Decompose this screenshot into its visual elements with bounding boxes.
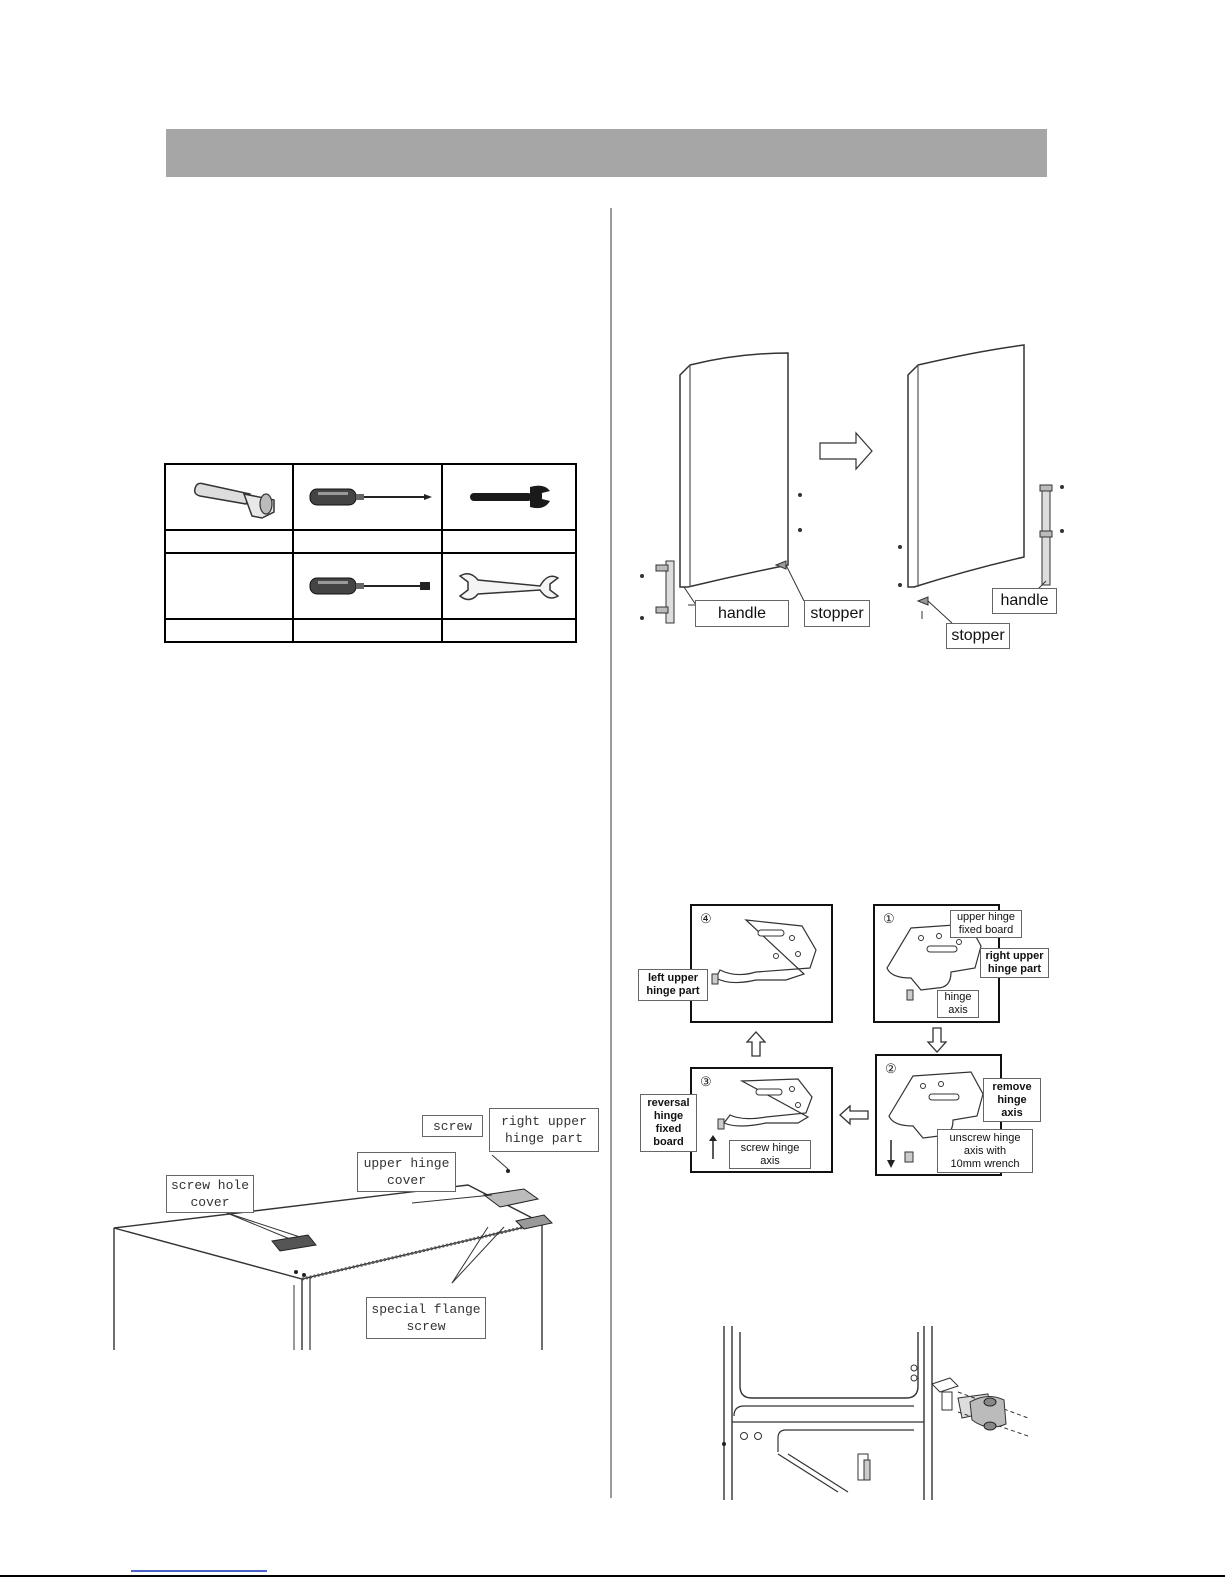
section-header-bar — [166, 129, 1047, 177]
door-handle-diagram — [640, 344, 1064, 624]
tool-label — [441, 529, 577, 554]
callout-line: axis — [760, 1154, 780, 1167]
callout-handle-right: handle — [992, 588, 1057, 614]
footer-link-underline[interactable] — [131, 1570, 267, 1572]
open-end-wrench-icon — [458, 573, 560, 601]
callout-line: cover — [386, 1173, 426, 1188]
callout-line: hinge — [653, 1110, 684, 1122]
callout-screw-hole-cover: screw hole cover — [166, 1175, 254, 1213]
remove-hinge-axis-drawing — [887, 1071, 984, 1168]
callout-right-upper-hinge: right upper hinge part — [980, 948, 1049, 978]
callout-line: unscrew hinge — [949, 1131, 1021, 1144]
callout-unscrew-hinge-axis: unscrew hinge axis with 10mm wrench — [937, 1129, 1033, 1173]
tool-cell — [164, 552, 294, 620]
callout-line: reversal — [647, 1097, 690, 1109]
callout-stopper-right: stopper — [946, 623, 1010, 649]
reversal-hinge-drawing — [717, 1078, 813, 1130]
callout-line: hinge part — [646, 985, 700, 997]
tools-table — [164, 463, 577, 643]
callout-special-flange-screw: special flange screw — [366, 1297, 486, 1339]
right-upper-hinge-drawing — [886, 923, 982, 1001]
tool-label — [441, 618, 577, 643]
tool-cell — [292, 463, 443, 531]
callout-handle-left: handle — [695, 600, 789, 627]
step-number: ① — [883, 911, 895, 926]
callout-line: fixed — [655, 1123, 682, 1135]
callout-upper-hinge-fixed-board: upper hinge fixed board — [950, 910, 1022, 938]
callout-line: board — [653, 1136, 684, 1148]
adjustable-wrench-icon — [470, 485, 550, 509]
callout-line: fixed board — [958, 924, 1014, 936]
callout-remove-hinge-axis: remove hinge axis — [983, 1078, 1041, 1122]
callout-line: right upper — [501, 1114, 587, 1129]
callout-line: screw hinge — [740, 1141, 800, 1154]
tool-label — [292, 618, 443, 643]
step-number: ④ — [700, 911, 712, 926]
tool-cell — [441, 552, 577, 620]
callout-line: remove — [992, 1080, 1032, 1093]
callout-left-upper-hinge: left upper hinge part — [638, 969, 708, 1001]
callout-right-upper-hinge-part: right upper hinge part — [489, 1108, 599, 1152]
callout-line: axis — [1001, 1106, 1023, 1119]
callout-line: hinge part — [987, 963, 1042, 975]
callout-line: special flange — [371, 1302, 481, 1317]
callout-line: hinge part — [504, 1131, 583, 1146]
hex-socket-wrench-icon — [193, 482, 275, 519]
phillips-screwdriver-icon — [309, 488, 432, 506]
column-divider — [610, 208, 612, 1498]
callout-line: upper hinge — [363, 1156, 450, 1171]
tool-cell — [441, 463, 577, 531]
middle-hinge-diagram — [722, 1326, 1029, 1500]
callout-line: right upper — [985, 950, 1044, 962]
callout-line: hinge — [944, 991, 972, 1003]
arrow-left-icon — [839, 1104, 869, 1126]
callout-line: 10mm wrench — [950, 1157, 1020, 1170]
callout-line: screw hole — [170, 1178, 249, 1193]
flat-screwdriver-icon — [309, 577, 430, 595]
callout-line: hinge — [997, 1093, 1027, 1106]
callout-line: axis — [948, 1004, 968, 1016]
callout-reversal-hinge-fixed-board: reversal hinge fixed board — [640, 1094, 697, 1152]
tool-cell — [292, 552, 443, 620]
callout-stopper-left: stopper — [804, 600, 870, 627]
callout-upper-hinge-cover: upper hinge cover — [357, 1152, 456, 1192]
callout-line: screw — [406, 1319, 446, 1334]
tool-cell — [164, 463, 294, 531]
tool-label — [164, 529, 294, 554]
callout-screw-hinge-axis: screw hinge axis — [729, 1140, 811, 1169]
tool-label — [292, 529, 443, 554]
step-number: ③ — [700, 1074, 712, 1089]
fridge-top-hinge-diagram — [113, 1155, 554, 1350]
tool-label — [164, 618, 294, 643]
callout-screw: screw — [422, 1115, 483, 1137]
arrow-up-icon — [745, 1031, 767, 1057]
arrow-down-icon — [926, 1027, 948, 1053]
step-number: ② — [885, 1061, 897, 1076]
footer-rule — [0, 1575, 1225, 1577]
callout-line: upper hinge — [956, 911, 1016, 923]
callout-hinge-axis: hinge axis — [937, 990, 979, 1018]
left-upper-hinge-drawing — [711, 919, 817, 985]
callout-line: axis with — [963, 1144, 1007, 1157]
callout-line: left upper — [647, 972, 699, 984]
hinge-step-4-panel: ④ — [690, 904, 833, 1023]
arrow-up-small-icon — [709, 1135, 717, 1159]
callout-line: cover — [190, 1195, 230, 1210]
